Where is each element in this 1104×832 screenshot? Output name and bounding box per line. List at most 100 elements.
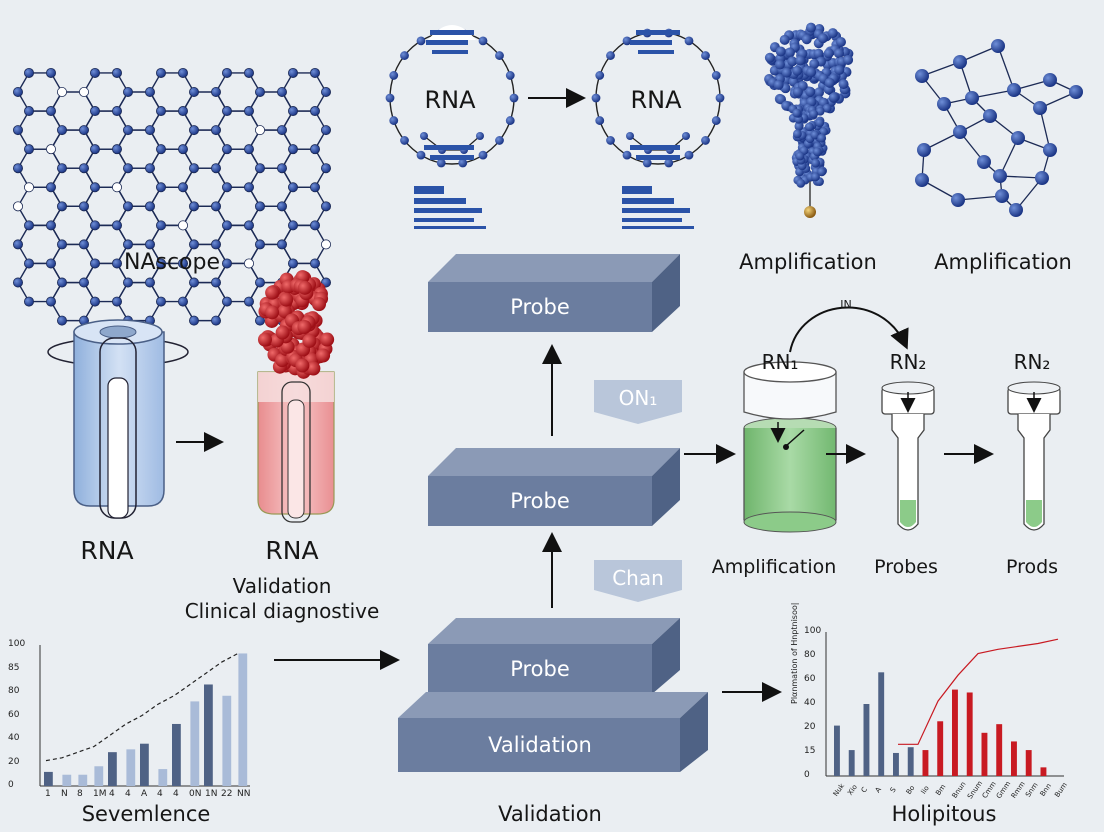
chart1-bar-light <box>158 769 168 786</box>
lattice-atom <box>12 87 23 98</box>
lattice-atom <box>57 239 68 250</box>
chart1-bar-dark <box>204 684 213 786</box>
chart1-bar-light <box>126 749 136 786</box>
bead <box>805 86 816 97</box>
red-bead <box>316 348 331 363</box>
lattice-atom <box>144 125 155 136</box>
lattice-atom <box>123 239 134 250</box>
ring-node <box>509 93 519 103</box>
red-bead-cluster-icon <box>257 270 335 379</box>
lattice-atom <box>254 163 265 174</box>
chart1-x-tick: 4 <box>157 789 163 799</box>
lattice-atom <box>144 87 155 98</box>
holipitous-chart <box>825 632 1064 777</box>
ring-node <box>436 158 446 168</box>
red-bead <box>297 320 312 335</box>
red-bead <box>295 358 310 373</box>
lattice-atom <box>287 182 298 193</box>
lattice-atom <box>90 106 101 117</box>
chart1-x-tick: 4 <box>125 789 131 799</box>
lattice-atom <box>57 201 68 212</box>
probe-block-low-label: Probe <box>510 657 570 681</box>
ring-node <box>478 36 488 46</box>
lattice-atom <box>46 67 57 78</box>
bead <box>795 151 805 161</box>
lattice-atom <box>46 220 57 231</box>
bead <box>774 59 785 70</box>
network-node <box>1007 83 1021 97</box>
lattice-atom <box>177 220 188 231</box>
lattice-atom <box>309 144 320 155</box>
lattice-atom <box>79 201 90 212</box>
lattice-atom <box>320 163 331 174</box>
bead <box>793 129 802 139</box>
lattice-atom <box>123 87 134 98</box>
chart2-bar-red <box>937 721 944 776</box>
network-node <box>977 155 991 169</box>
chart1-y-tick: 80 <box>8 686 20 696</box>
tag-lower-shape <box>594 560 682 602</box>
lattice-atom <box>12 277 23 288</box>
lattice-atom <box>320 201 331 212</box>
lattice-atom <box>155 106 166 117</box>
lattice-atom <box>144 163 155 174</box>
lattice-atom <box>309 67 320 78</box>
chart1-y-tick: 0 <box>8 780 14 790</box>
bead <box>811 172 820 182</box>
network-node <box>917 143 931 157</box>
chart2-bar-red <box>1040 767 1047 776</box>
ring-node <box>495 51 504 60</box>
probe-block-top-label: Probe <box>510 295 570 319</box>
bead <box>814 87 825 98</box>
lattice-atom <box>155 182 166 193</box>
network-node <box>953 125 967 139</box>
chart2-y-tick: 20 <box>804 722 816 732</box>
network-node <box>1043 73 1057 87</box>
lattice-atom <box>188 277 199 288</box>
caption-probes: Probes <box>874 556 938 578</box>
bead <box>813 48 824 59</box>
bead <box>822 103 832 113</box>
sevemlence-chart <box>39 645 250 787</box>
red-bead <box>265 305 280 320</box>
lattice-atom <box>79 163 90 174</box>
lattice-atom <box>287 106 298 117</box>
lattice-atom <box>276 239 287 250</box>
chart2-bar-blue <box>893 752 899 776</box>
red-bead <box>275 325 290 340</box>
lattice-atom <box>12 201 23 212</box>
gold-bead <box>804 206 816 218</box>
lattice-atom <box>155 144 166 155</box>
network-node <box>965 91 979 105</box>
ring-node <box>458 158 468 168</box>
ring-node <box>711 116 721 125</box>
lattice-atom <box>177 296 188 307</box>
lattice-atom <box>177 106 188 117</box>
lattice-atom <box>309 258 320 269</box>
bead <box>812 147 822 157</box>
lattice-atom <box>46 106 57 117</box>
lattice-atom <box>112 296 123 307</box>
ring-node <box>595 116 605 125</box>
lattice-atom <box>57 125 68 136</box>
chart2-y-tick: 15 <box>804 746 816 756</box>
lattice-atom <box>12 163 23 174</box>
probe-block-mid <box>428 448 680 526</box>
chart1-x-tick: 1 <box>45 789 51 799</box>
bead <box>809 58 820 69</box>
chart2-y-tick: 100 <box>804 626 822 636</box>
lattice-atom <box>23 106 34 117</box>
network-node <box>1069 85 1083 99</box>
network-node <box>993 169 1007 183</box>
ring-node <box>626 132 634 140</box>
chart2-bar-red <box>981 732 988 776</box>
chart2-bar-red <box>1011 741 1017 776</box>
curved-transfer-arrow <box>789 306 909 353</box>
bead <box>805 22 816 33</box>
lattice-atom <box>46 144 57 155</box>
bead <box>806 67 817 78</box>
bead <box>784 47 795 58</box>
lattice-atom <box>155 67 166 78</box>
lattice-atom <box>221 258 232 269</box>
arc-label: IN <box>840 298 852 311</box>
